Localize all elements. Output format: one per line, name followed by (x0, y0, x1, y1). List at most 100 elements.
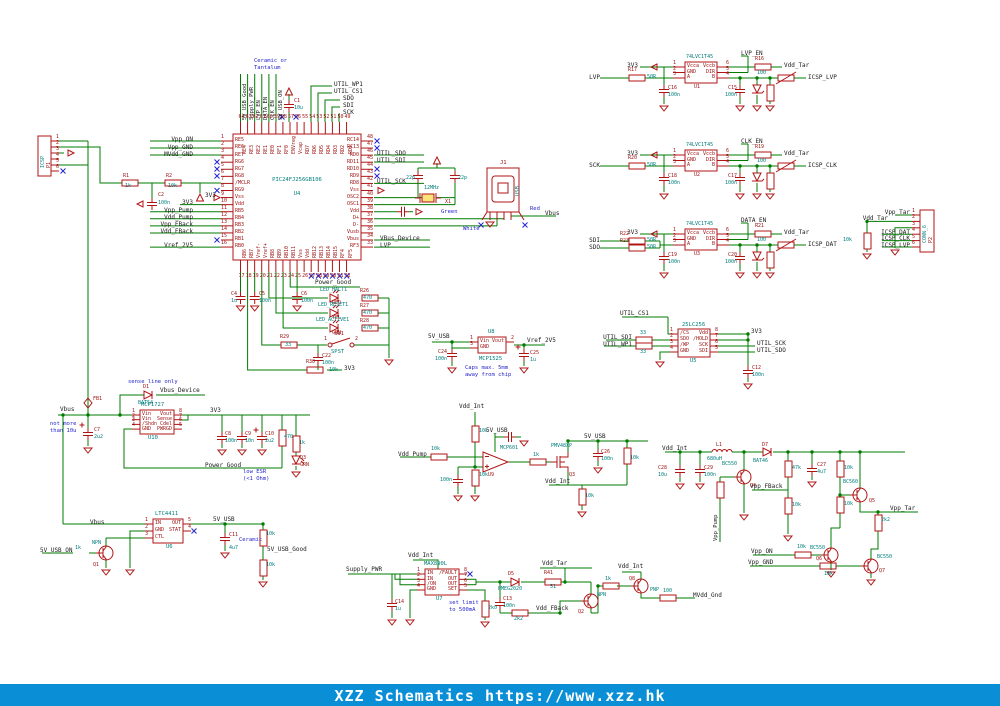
part-value-label[interactable]: 1k (75, 545, 82, 551)
part-value-label[interactable]: 10k (479, 472, 489, 478)
resistor[interactable] (836, 460, 845, 478)
net-label[interactable]: Power_Good (205, 462, 242, 469)
net-label[interactable]: Vpp_ON (751, 548, 773, 555)
part-ref-label[interactable]: C10 (265, 431, 275, 437)
wire[interactable] (268, 272, 328, 299)
gnd-symbol[interactable] (484, 221, 496, 228)
wire[interactable] (289, 272, 360, 288)
capacitor[interactable] (217, 432, 227, 444)
part-ref-label[interactable]: R1 (123, 173, 130, 179)
gnd-symbol[interactable] (383, 359, 395, 366)
part-value-label[interactable]: BC560 (843, 479, 859, 485)
resistor[interactable] (766, 251, 775, 269)
part-value-label[interactable]: BC550 (877, 554, 893, 560)
net-label[interactable]: VBus_Device (380, 235, 420, 242)
capacitor[interactable] (495, 598, 505, 610)
gnd-symbol[interactable] (782, 535, 794, 542)
net-label[interactable]: ICSP_CLK (808, 161, 837, 169)
resistor[interactable] (863, 232, 872, 250)
net-label[interactable]: SCK (343, 109, 354, 116)
net-label[interactable]: Vpp_GND (748, 559, 774, 566)
part-value-label[interactable]: 10k (266, 531, 276, 537)
part-value-label[interactable]: PMV48XP (551, 443, 573, 449)
part-ref-label[interactable]: GRN (332, 330, 342, 336)
net-label[interactable]: C16 (668, 85, 678, 91)
part-value-label[interactable]: 51 (550, 584, 557, 590)
net-label[interactable]: Vpp_Tar (884, 209, 910, 216)
power-flag[interactable] (649, 151, 658, 159)
wire[interactable] (640, 593, 660, 599)
net-label[interactable]: 100 (757, 237, 767, 243)
plus-sign[interactable] (515, 344, 521, 350)
diode[interactable] (510, 577, 521, 587)
part-value-label[interactable]: 1k (605, 576, 612, 582)
part-value-label[interactable]: LED_RESET1 (318, 302, 349, 308)
capacitor[interactable] (257, 432, 267, 444)
power-flag[interactable] (67, 149, 76, 157)
net-label[interactable]: 100n (724, 180, 737, 186)
resistor[interactable] (754, 63, 772, 71)
capacitor[interactable] (220, 533, 230, 545)
wire[interactable] (317, 92, 332, 122)
part-ref-label[interactable]: 1 (324, 336, 328, 342)
resistor[interactable] (716, 481, 725, 499)
component-ref[interactable]: U2 (694, 172, 701, 178)
part-value-label[interactable]: 10k (792, 502, 802, 508)
net-label[interactable]: CLK_EN (741, 138, 763, 145)
gnd-symbol[interactable] (742, 383, 754, 390)
part-value-label[interactable]: 100n (322, 360, 335, 366)
part-ref-label[interactable]: C13 (503, 596, 513, 602)
capacitor-polarized[interactable] (675, 465, 685, 477)
npn-transistor[interactable] (96, 545, 114, 561)
resistor[interactable] (529, 458, 547, 466)
wire[interactable] (59, 146, 122, 184)
part-value-label[interactable]: 680uH (707, 456, 723, 462)
component-body-U8[interactable] (477, 336, 507, 354)
part-ref-label[interactable]: C22 (322, 353, 332, 359)
net-label[interactable]: Vbus (90, 519, 105, 526)
part-value-label[interactable]: NPN (92, 540, 102, 546)
gnd-symbol[interactable] (734, 193, 746, 200)
gnd-symbol[interactable] (257, 581, 269, 588)
part-ref-label[interactable]: D1 (143, 384, 150, 390)
part-value-label[interactable]: 10k (168, 183, 178, 189)
wire[interactable] (830, 527, 840, 548)
net-label[interactable]: R19 (755, 144, 765, 150)
net-label[interactable]: R20 (628, 155, 638, 161)
net-label[interactable]: 100n (668, 180, 681, 186)
net-label[interactable]: UTIL_CS1 (334, 88, 363, 95)
resistor[interactable] (306, 366, 324, 374)
net-label[interactable]: Power_Good (315, 279, 352, 286)
component-body-U10[interactable] (139, 409, 175, 435)
part-ref-label[interactable]: U9 (488, 472, 495, 478)
capacitor[interactable] (413, 171, 423, 183)
part-ref-label[interactable]: Q6 (816, 556, 823, 562)
gnd-symbol[interactable] (861, 253, 873, 260)
net-label[interactable]: Vdd_Int (408, 552, 434, 559)
part-value-label[interactable]: 470 (363, 310, 373, 316)
gnd-symbol[interactable] (290, 471, 302, 478)
net-label[interactable]: Vdd_Pump (398, 451, 427, 458)
part-value-label[interactable]: LED_ACTIVE1 (316, 317, 350, 323)
wire[interactable] (559, 600, 581, 613)
component-name[interactable]: LTC4411 (155, 511, 179, 517)
wire[interactable] (282, 272, 328, 329)
net-label[interactable]: LVP_EN (741, 50, 763, 57)
component-ref[interactable]: U8 (488, 329, 495, 335)
gnd-symbol[interactable] (592, 467, 604, 474)
capacitor[interactable] (237, 432, 247, 444)
part-value-label[interactable]: 10k (844, 465, 854, 471)
part-value-label[interactable]: USB (515, 186, 521, 196)
wire[interactable] (409, 589, 417, 618)
component-ref[interactable]: U5 (690, 358, 697, 364)
capacitor[interactable] (387, 599, 397, 611)
net-label[interactable]: Vpp_FBack (160, 221, 193, 228)
crystal[interactable] (421, 193, 435, 203)
resistor[interactable] (361, 294, 379, 302)
net-label[interactable]: UTIL_SCK (757, 340, 786, 347)
ferrite-bead[interactable] (83, 397, 93, 409)
resistor[interactable] (361, 324, 379, 332)
net-label[interactable]: Vref_2V5 (527, 337, 556, 344)
wire[interactable] (182, 415, 189, 421)
resistor[interactable] (471, 425, 480, 443)
